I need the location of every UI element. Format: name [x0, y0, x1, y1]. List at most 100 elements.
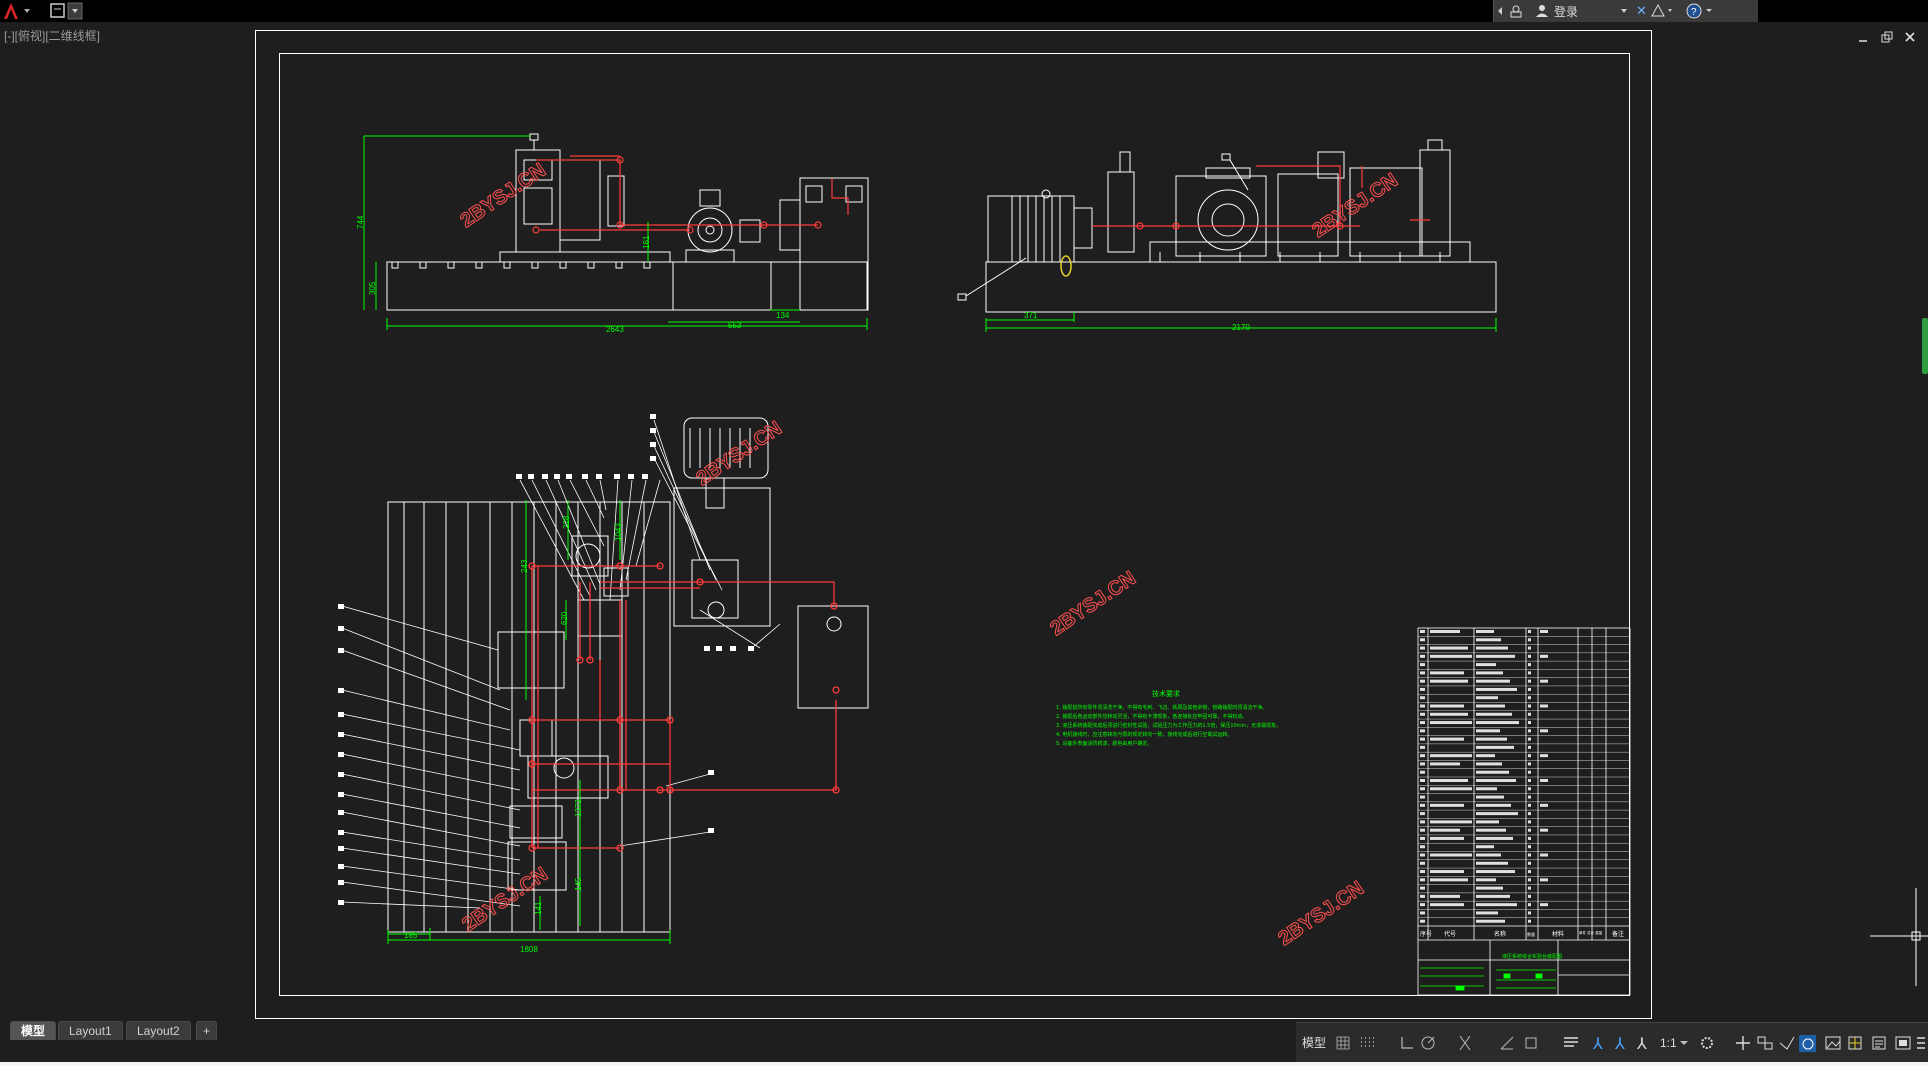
quick-access-toolbar[interactable]: [48, 1, 86, 21]
bom-mat-mark: [1540, 654, 1548, 658]
bom-qty-mark: [1528, 919, 1531, 923]
tb-col-qty: 数量: [1527, 931, 1535, 937]
snap-icon[interactable]: [1358, 1034, 1376, 1052]
viewport-controls-label[interactable]: [-][俯视][二维线框]: [4, 29, 101, 43]
bom-mat-mark: [1540, 679, 1548, 683]
viewport-window-controls[interactable]: [1856, 30, 1926, 46]
bom-name-mark: [1476, 737, 1507, 741]
clean-screen-image-icon[interactable]: [1824, 1034, 1842, 1052]
bom-seq-mark: [1420, 687, 1425, 691]
bom-code-mark: [1430, 737, 1464, 741]
tab-model[interactable]: 模型: [10, 1021, 57, 1040]
bom-code-mark: [1430, 828, 1460, 832]
tb-col-note: 备注: [1612, 930, 1624, 938]
bom-seq-mark: [1420, 646, 1425, 650]
bom-rows: [1418, 636, 1630, 918]
bom-name-mark: [1476, 919, 1505, 923]
lineweight-icon[interactable]: [1562, 1034, 1580, 1052]
chevron-down-icon[interactable]: [1678, 1034, 1696, 1052]
bom-mat-mark: [1540, 754, 1548, 758]
bom-qty-mark: [1528, 812, 1531, 816]
bom-seq-mark: [1420, 886, 1425, 890]
hardware-acceleration-icon[interactable]: [1798, 1034, 1816, 1052]
bom-code-mark: [1430, 762, 1460, 766]
bom-seq-mark: [1420, 696, 1425, 700]
sheet-outer-border: [255, 30, 1652, 1019]
application-menu-button[interactable]: [0, 0, 36, 22]
dim-front-part2: 134: [776, 311, 790, 320]
workspace-gear-icon[interactable]: [1698, 1034, 1716, 1052]
polar-tracking-icon[interactable]: [1420, 1034, 1438, 1052]
bom-fill: [1420, 630, 1548, 923]
bom-qty-mark: [1528, 911, 1531, 915]
bom-seq-mark: [1420, 737, 1425, 741]
bom-seq-mark: [1420, 845, 1425, 849]
isolate-objects-icon[interactable]: [1778, 1034, 1796, 1052]
bom-qty-mark: [1528, 712, 1531, 716]
layer-icon[interactable]: [1846, 1034, 1864, 1052]
dim-front-length: 2643: [606, 325, 624, 334]
dim-plan-v3: 1043: [614, 523, 623, 541]
bom-code-mark: [1430, 820, 1472, 824]
annotation-scale-value[interactable]: 1:1: [1660, 1036, 1677, 1050]
bom-seq-mark: [1420, 762, 1425, 766]
command-line-strip[interactable]: [0, 1062, 1928, 1066]
bom-code-mark: [1430, 878, 1468, 882]
scroll-indicator[interactable]: [1922, 318, 1928, 374]
bom-code-mark: [1430, 646, 1468, 650]
title-block: [1417, 627, 1631, 996]
grid-icon[interactable]: [1334, 1034, 1352, 1052]
transparency-icon[interactable]: ⅄: [1592, 1034, 1610, 1052]
bom-name-mark: [1476, 762, 1502, 766]
plan-view-dims: [387, 500, 671, 944]
help-icon: [1686, 3, 1702, 19]
customization-menu-icon[interactable]: [1914, 1034, 1928, 1052]
add-layout-button[interactable]: +: [196, 1021, 218, 1040]
fullscreen-icon[interactable]: [1894, 1034, 1912, 1052]
bom-name-mark: [1476, 787, 1497, 791]
tb-col-seq: 序号: [1420, 930, 1432, 938]
bom-qty-mark: [1528, 779, 1531, 782]
side-view-piping: [1092, 165, 1430, 230]
object-snap-icon[interactable]: [1522, 1034, 1540, 1052]
front-view-piping: [532, 155, 849, 234]
dim-front-base: 305: [368, 281, 377, 295]
bom-name-mark: [1476, 696, 1498, 700]
bom-mat-mark: [1540, 853, 1548, 857]
bom-code-mark: [1430, 787, 1472, 791]
tab-layout1[interactable]: Layout1: [58, 1021, 123, 1040]
dim-front-mid: 161: [642, 235, 651, 249]
title-bar: 登录 ✕ ?: [0, 0, 1928, 22]
object-snap-tracking-icon[interactable]: [1498, 1034, 1516, 1052]
bom-name-mark: [1476, 712, 1512, 716]
bom-name-mark: [1476, 779, 1516, 782]
bom-seq-mark: [1420, 812, 1425, 816]
quick-properties-icon[interactable]: [1870, 1034, 1888, 1052]
bom-name-mark: [1476, 646, 1508, 650]
plus-icon[interactable]: [1734, 1034, 1752, 1052]
bom-qty-mark: [1528, 696, 1531, 700]
bom-seq-mark: [1420, 679, 1425, 683]
units-icon[interactable]: [1756, 1034, 1774, 1052]
bom-seq-mark: [1420, 828, 1425, 832]
signin-label[interactable]: 登录: [1554, 5, 1579, 19]
infocenter-tools[interactable]: ✕ ?: [1606, 0, 1756, 22]
bom-name-mark: [1476, 795, 1504, 799]
bom-name-mark: [1476, 679, 1510, 683]
bom-qty-mark: [1528, 721, 1531, 725]
bom-qty-mark: [1528, 870, 1531, 874]
drawing-canvas[interactable]: 744 305 2643 553 134 161: [0, 24, 1928, 1024]
model-space-toggle[interactable]: 模型: [1302, 1036, 1327, 1050]
annotation-visibility-icon[interactable]: ⅄: [1614, 1034, 1632, 1052]
bom-seq-mark: [1420, 803, 1425, 807]
bom-code-mark: [1430, 754, 1472, 758]
bom-name-mark: [1476, 654, 1515, 658]
isodraft-icon[interactable]: [1456, 1034, 1474, 1052]
bom-name-mark: [1476, 903, 1517, 907]
ortho-icon[interactable]: [1398, 1034, 1416, 1052]
bom-code-mark: [1430, 894, 1460, 898]
annotation-scale-icon[interactable]: ⅄: [1636, 1034, 1654, 1052]
close-icon: [1905, 32, 1915, 42]
bom-code-mark: [1430, 836, 1464, 840]
tab-layout2[interactable]: Layout2: [126, 1021, 191, 1040]
